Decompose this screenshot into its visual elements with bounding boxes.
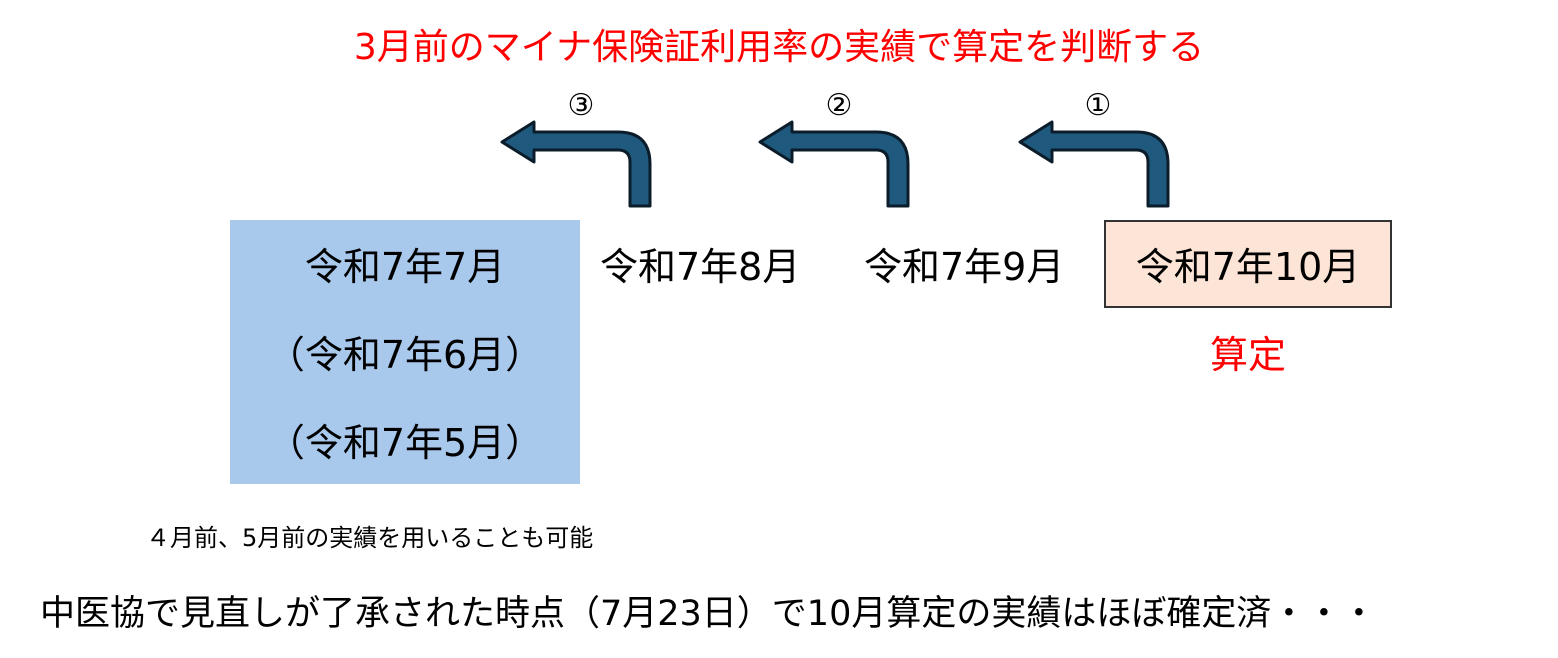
target-month-box xyxy=(1104,220,1392,308)
month-label-june: （令和7年6月） xyxy=(266,333,544,377)
month-label-october: 令和7年10月 xyxy=(1135,245,1361,289)
santei-label: 算定 xyxy=(1209,333,1286,377)
month-label-july: 令和7年7月 xyxy=(304,245,506,289)
footer-text: 中医協で見直しが了承された時点（7月23日）で10月算定の実績はほぼ確定済・・・ xyxy=(40,594,1377,634)
u-turn-left-arrow-icon-2 xyxy=(758,120,910,208)
month-label-august: 令和7年8月 xyxy=(600,245,801,289)
month-label-may: （令和7年5月） xyxy=(266,421,544,465)
u-turn-left-arrow-icon-3 xyxy=(500,120,652,208)
step-label-3: ③ xyxy=(567,88,595,123)
step-label-1: ① xyxy=(1084,88,1112,123)
headline-title: 3月前のマイナ保険証利用率の実績で算定を判断する xyxy=(353,27,1205,68)
past-months-box xyxy=(230,220,580,484)
note-text: ４月前、5月前の実績を用いることも可能 xyxy=(146,524,594,552)
month-label-september: 令和7年9月 xyxy=(864,245,1065,289)
step-label-2: ② xyxy=(825,88,853,123)
u-turn-left-arrow-icon-1 xyxy=(1018,120,1170,208)
